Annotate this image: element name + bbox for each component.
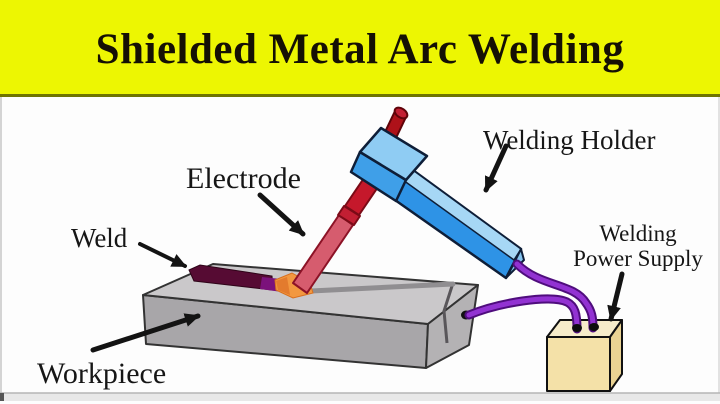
- bottom-left-mark: [0, 393, 4, 401]
- holder-head-top: [358, 126, 429, 182]
- joint-groove-end-notch: [442, 282, 455, 344]
- open-groove-line: [308, 281, 456, 294]
- holder-cable: [514, 261, 596, 331]
- power-terminal-right: [589, 323, 599, 331]
- welding-holder-label: Welding Holder: [483, 125, 656, 155]
- power-supply-front: [546, 336, 611, 392]
- electrode-label: Electrode: [186, 162, 301, 195]
- workpiece-end-face: [425, 284, 479, 369]
- power-terminal-left: [572, 324, 582, 332]
- weld-arrow: [138, 242, 187, 268]
- power-supply-label-line2: Power Supply: [573, 246, 703, 271]
- workpiece-arrow: [90, 313, 201, 353]
- workpiece-cable: [466, 296, 580, 332]
- welding-holder-graphic: [349, 126, 525, 280]
- bottom-strip: [0, 393, 720, 401]
- arc-pool-shadow: [276, 277, 290, 295]
- workpiece-label: Workpiece: [37, 357, 166, 390]
- page-title: Shielded Metal Arc Welding: [95, 25, 625, 73]
- welding-holder-arrow: [483, 143, 509, 193]
- weld-label: Weld: [71, 223, 128, 253]
- power-supply-graphic: [546, 319, 623, 392]
- cables-graphic: [464, 259, 598, 334]
- title-banner: Shielded Metal Arc Welding: [0, 0, 720, 97]
- electrode-top-cap: [393, 106, 409, 120]
- weld-bead-graphic: [188, 264, 314, 299]
- electrode-collar: [337, 205, 361, 226]
- power-supply-arrow: [607, 271, 625, 322]
- diagram-area: Electrode Weld Workpiece Welding Holder …: [0, 97, 720, 401]
- smaw-diagram: Electrode Weld Workpiece Welding Holder …: [0, 97, 720, 401]
- power-supply-label-line1: Welding: [599, 221, 677, 246]
- electrode-arrow: [257, 192, 306, 237]
- pointer-arrows: [90, 143, 625, 353]
